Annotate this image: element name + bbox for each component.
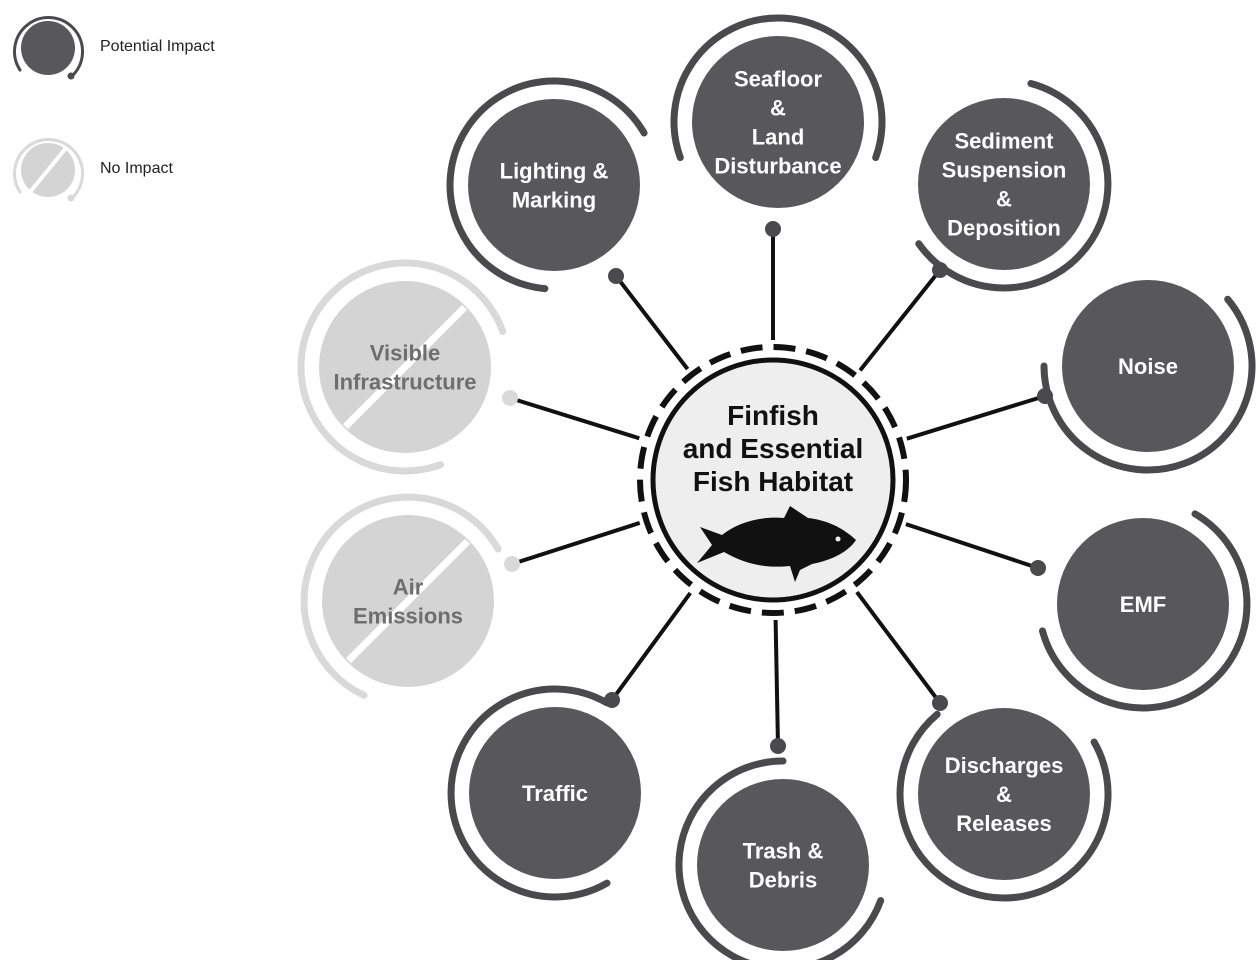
node-emf: EMF [1030, 510, 1251, 712]
node-lighting: Lighting & Marking [446, 77, 648, 293]
node-dot-visible-infrastructure [502, 390, 518, 406]
connector-air-emissions [511, 520, 641, 566]
node-circle-lighting [468, 99, 640, 271]
node-label-sediment-line-3: & [996, 186, 1012, 211]
center-hub: Finfish and Essential Fish Habitat [637, 344, 909, 616]
node-ring-discharges [896, 710, 1112, 902]
legend: Potential Impact No Impact [13, 16, 215, 202]
node-label-seafloor-line-2: & [770, 95, 786, 120]
connector-sediment [858, 268, 942, 372]
node-label-seafloor-line-3: Land [752, 124, 805, 149]
node-circle-sediment [918, 98, 1090, 270]
node-label-traffic-line-1: Traffic [522, 781, 588, 806]
legend-potential-label: Potential Impact [100, 38, 215, 55]
connector-visible-infrastructure [509, 396, 640, 441]
node-dot-air-emissions [504, 556, 520, 572]
node-circle-trash [697, 779, 869, 951]
node-label-lighting-line-2: Marking [512, 187, 596, 212]
node-label-air-emissions-line-2: Emissions [353, 603, 463, 628]
node-ring-air-emissions [300, 493, 502, 699]
node-label-visible-infrastructure-line-1: Visible [370, 340, 441, 365]
node-label-sediment-line-2: Suspension [942, 157, 1067, 182]
node-dot-trash [770, 738, 786, 754]
node-label-lighting-line-1: Lighting & [500, 158, 609, 183]
node-dot-traffic [604, 692, 620, 708]
node-label-emf-line-1: EMF [1120, 592, 1166, 617]
node-dot-emf [1030, 560, 1046, 576]
node-label-discharges-line-2: & [996, 782, 1012, 807]
node-ring-seafloor [670, 14, 886, 162]
center-title-line-1: Finfish [727, 400, 819, 431]
node-label-visible-infrastructure-line-2: Infrastructure [333, 369, 476, 394]
connector-discharges [855, 590, 942, 705]
node-ring-visible-infrastructure [297, 259, 507, 475]
connector-traffic [610, 591, 692, 702]
no-impact-slash-visible-infrastructure [342, 304, 468, 430]
node-label-seafloor-line-4: Disturbance [714, 153, 841, 178]
node-noise: Noise [1037, 280, 1256, 474]
node-dot-discharges [932, 695, 948, 711]
node-traffic: Traffic [447, 685, 641, 901]
node-dot-seafloor [765, 221, 781, 237]
node-dot-sediment [932, 262, 948, 278]
node-ring-sediment [915, 80, 1112, 292]
center-title-line-2: and Essential [683, 433, 864, 464]
node-label-sediment-line-4: Deposition [947, 215, 1061, 240]
node-circle-noise [1062, 280, 1234, 452]
fish-icon [697, 506, 856, 582]
node-label-trash-line-1: Trash & [743, 838, 824, 863]
node-label-seafloor-line-1: Seafloor [734, 66, 822, 91]
node-dot-lighting [608, 268, 624, 284]
center-title-line-3: Fish Habitat [693, 466, 853, 497]
fish-eye [835, 536, 841, 542]
node-ring-emf [1039, 510, 1251, 712]
connector-trash [773, 619, 780, 747]
node-label-air-emissions-line-1: Air [393, 574, 424, 599]
connectors [509, 229, 1046, 747]
node-discharges: Discharges & Releases [896, 695, 1112, 902]
center-dashed-ring [637, 344, 909, 616]
node-label-noise-line-1: Noise [1118, 354, 1178, 379]
legend-no-impact-label: No Impact [100, 160, 173, 177]
node-dot-noise [1037, 388, 1053, 404]
node-ring-noise [1040, 295, 1256, 474]
legend-potential-icon [13, 16, 85, 80]
no-impact-slash-air-emissions [345, 538, 471, 664]
connector-lighting [614, 274, 690, 371]
node-ring-traffic [447, 685, 611, 901]
node-circle-emf [1057, 518, 1229, 690]
node-ring-lighting [446, 77, 648, 293]
node-circle-seafloor [692, 36, 864, 208]
node-ring-trash [675, 757, 885, 960]
node-label-discharges-line-3: Releases [956, 811, 1051, 836]
connector-emf [905, 522, 1039, 570]
node-label-discharges-line-1: Discharges [945, 753, 1064, 778]
node-circle-traffic [469, 707, 641, 879]
node-circle-discharges [918, 708, 1090, 880]
node-label-trash-line-2: Debris [749, 867, 817, 892]
node-label-sediment-line-1: Sediment [954, 128, 1054, 153]
node-trash: Trash & Debris [675, 738, 885, 960]
connector-noise [906, 394, 1046, 441]
legend-no-impact-icon [13, 138, 85, 202]
